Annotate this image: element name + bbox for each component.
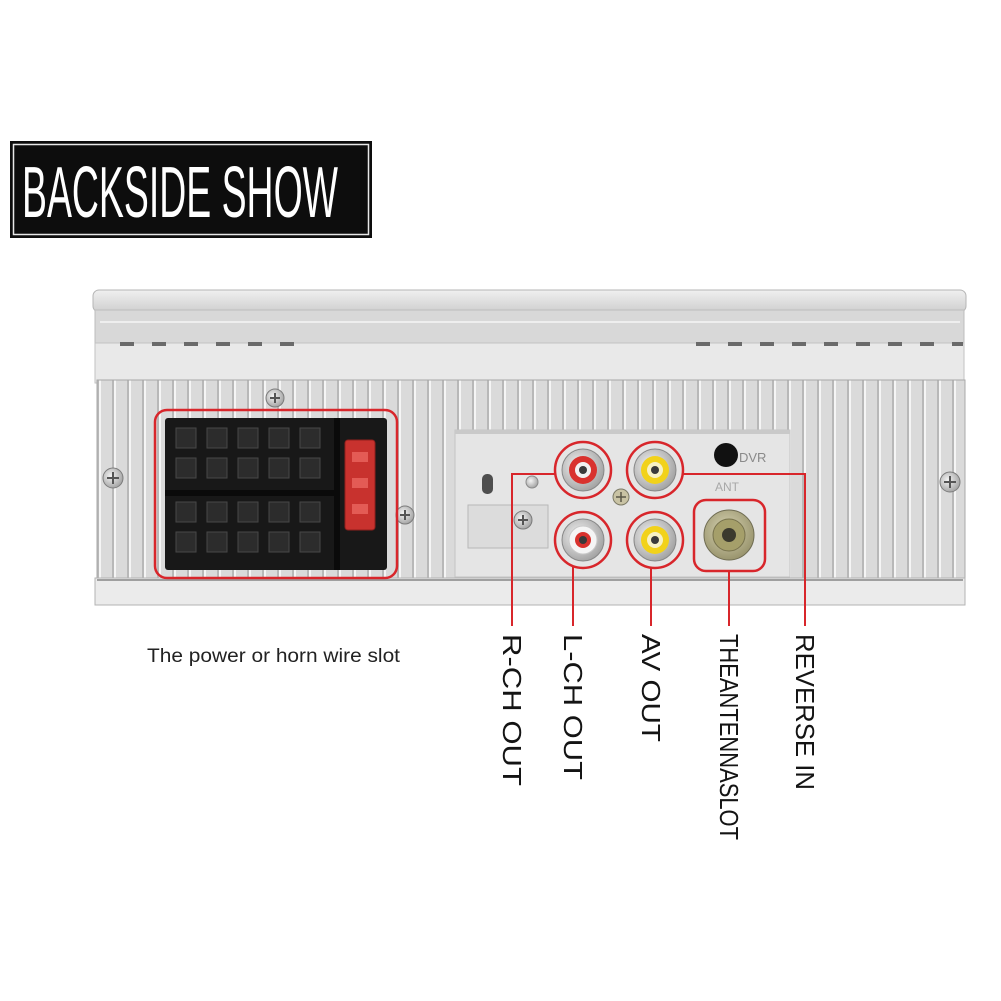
screw-icon [265, 388, 285, 408]
connector-pin [237, 501, 259, 523]
callout-lines [511, 473, 806, 626]
vent-slits-right [688, 340, 963, 348]
connector-divider [165, 490, 335, 496]
bottom-lip [94, 577, 966, 606]
r-ch-highlight [553, 440, 613, 500]
r-ch-leader [511, 473, 555, 626]
l-ch-highlight [553, 510, 613, 570]
label-l-ch-out: L-CH OUT [558, 634, 588, 780]
vent-slits-left [120, 340, 310, 348]
reverse-in-highlight [625, 440, 685, 500]
top-cover-edge [92, 289, 967, 313]
connector-pin [299, 427, 321, 449]
label-antenna-slot: THEANTENNASLOT [714, 634, 744, 840]
connector-pin [175, 427, 197, 449]
connector-pin [175, 531, 197, 553]
connector-pins [175, 427, 321, 553]
screw-icon [525, 475, 539, 489]
iso-power-connector [165, 418, 387, 570]
connector-pin [299, 457, 321, 479]
connector-pin [268, 501, 290, 523]
reverse-in-leader [683, 473, 806, 626]
rca-jack-r-ch [561, 448, 605, 492]
connector-pin [175, 501, 197, 523]
top-cover-lower [94, 342, 965, 384]
connector-side-wall [334, 418, 340, 570]
rca-jack-reverse-in [633, 448, 677, 492]
title-text: BACKSIDE SHOW [22, 153, 338, 233]
antenna-jack [703, 509, 755, 561]
rca-jack-l-ch [561, 518, 605, 562]
label-av-out: AV OUT [636, 634, 666, 742]
rca-jack-av-out [633, 518, 677, 562]
connector-pin [299, 501, 321, 523]
connector-pin [237, 531, 259, 553]
connector-pin [206, 457, 228, 479]
label-r-ch-out: R-CH OUT [497, 634, 527, 786]
connector-pin [237, 457, 259, 479]
fuse [344, 439, 376, 531]
connector-pin [206, 501, 228, 523]
screw-icon [612, 488, 630, 506]
dvr-mark: DVR [739, 450, 766, 465]
top-cover [94, 309, 965, 345]
title-box-background [10, 141, 372, 238]
connector-pin [237, 427, 259, 449]
connector-pin [268, 427, 290, 449]
power-slot-highlight [153, 408, 399, 580]
ant-mark: ANT [715, 480, 740, 494]
dvr-port [714, 443, 738, 467]
title-box-border [12, 143, 370, 236]
connector-pin [206, 427, 228, 449]
screw-icon [513, 510, 533, 530]
mount-bracket [467, 504, 549, 549]
radio-unit: DVR ANT [92, 289, 967, 606]
highlights [153, 408, 767, 580]
connector-pin [299, 531, 321, 553]
screw-icon [395, 505, 415, 525]
screw-icon [939, 471, 961, 493]
connector-pin [175, 457, 197, 479]
label-reverse-in: REVERSE IN [790, 634, 820, 790]
title-box: BACKSIDE SHOW [10, 141, 372, 238]
connector-pin [206, 531, 228, 553]
connector-pin [268, 531, 290, 553]
screw-icon [102, 467, 124, 489]
vent-slot [482, 474, 493, 494]
center-recess-shadow [455, 430, 790, 434]
av-out-highlight [625, 510, 685, 570]
power-slot-caption: The power or horn wire slot [147, 646, 401, 667]
connector-pin [268, 457, 290, 479]
